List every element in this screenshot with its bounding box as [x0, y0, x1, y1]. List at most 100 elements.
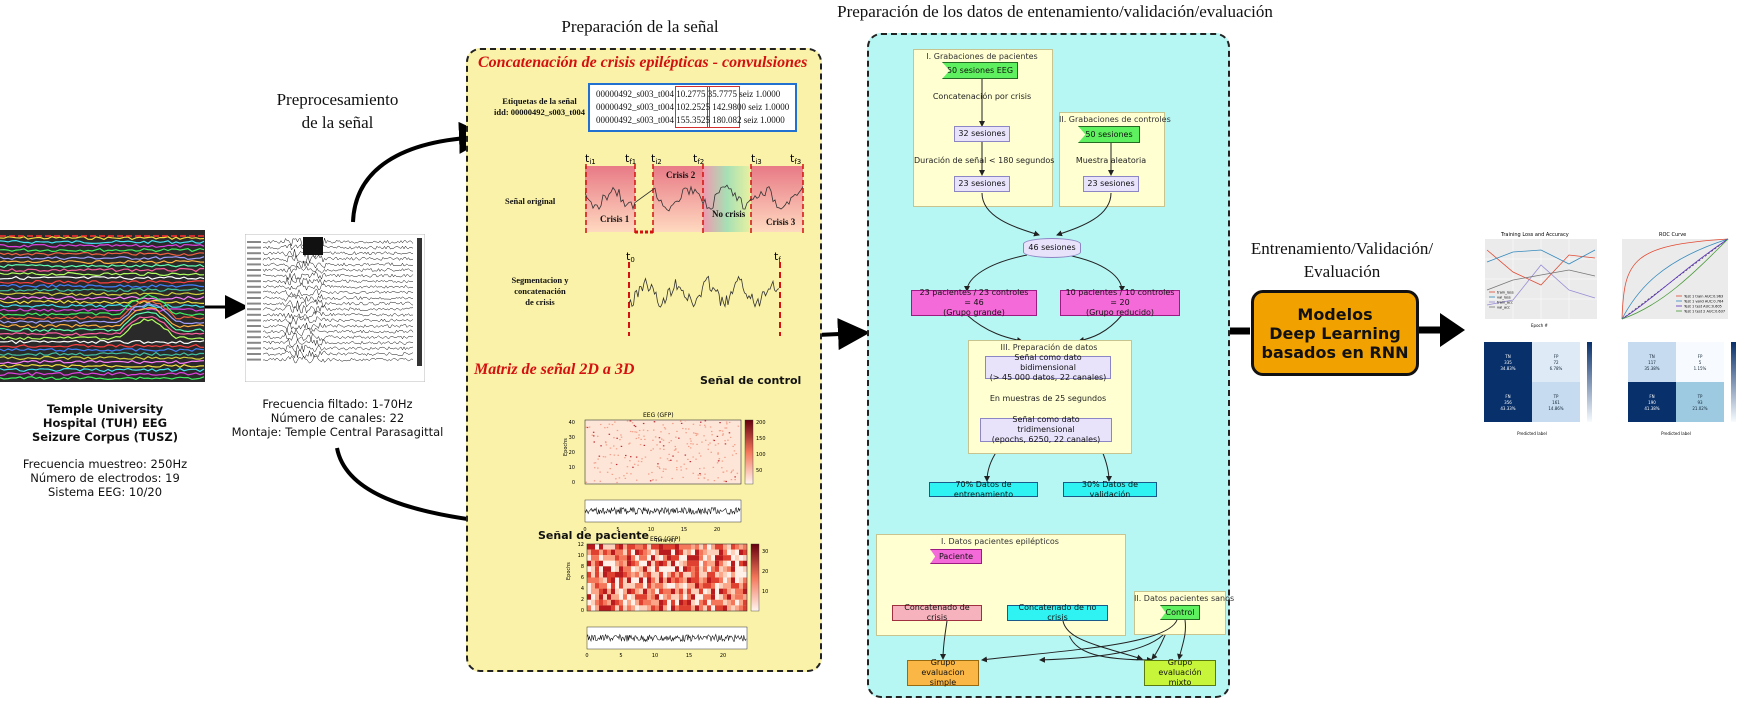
svg-text:93: 93 — [1697, 400, 1703, 405]
matrix-header: Matriz de señal 2D a 3D — [474, 361, 635, 378]
eval-simple-node: Grupo evaluacion simple — [907, 658, 979, 687]
crisis2-label: Crisis 2 — [666, 170, 696, 180]
concat-nocrisis-node: Concatenado de no crisis — [1007, 603, 1108, 622]
svg-text:6.78%: 6.78% — [1550, 366, 1563, 371]
svg-text:190: 190 — [1648, 400, 1656, 405]
svg-text:tf2: tf2 — [693, 152, 704, 166]
small-group-node: 10 pacientes / 10 controles = 20 (Grupo … — [1060, 288, 1180, 317]
svg-text:FP: FP — [1554, 354, 1559, 359]
patient-signal-label: Señal de paciente — [538, 529, 649, 542]
svg-text:10: 10 — [578, 553, 584, 559]
dataset-system: Sistema EEG: 10/20 — [47, 485, 163, 499]
cm2-xlabel: Predicted label — [1661, 431, 1691, 436]
svg-text:TN: TN — [1648, 354, 1654, 359]
eval-mixed-node: Grupo evaluación mixto — [1144, 658, 1216, 687]
label-row: 00000492_s003_t004 102.2525 142.9800 sei… — [596, 102, 790, 112]
controls-sessions-23-node: 23 sesiones — [1083, 176, 1139, 192]
controls-sessions-node: 50 sesiones — [1078, 126, 1140, 143]
svg-text:TN: TN — [1504, 354, 1510, 359]
svg-text:tf1: tf1 — [625, 152, 636, 166]
confusion-matrix-2: TN11735.38%FP51.15%FN19041.38%TP9321.02%… — [1628, 342, 1736, 436]
big-group-node: 23 pacientes / 23 controles = 46 (Grupo … — [911, 288, 1037, 317]
svg-text:20: 20 — [569, 450, 575, 456]
flow-arrows — [187, 121, 1465, 539]
sessions-32-node: 32 sesiones — [954, 126, 1010, 142]
svg-text:1.15%: 1.15% — [1694, 366, 1707, 371]
concat-crisis-node: Concatenado de crisis — [892, 603, 982, 622]
svg-text:10: 10 — [569, 465, 575, 471]
confusion-matrix-1: TN33534.83%FP726.78%FN35643.33%TP16114.8… — [1484, 342, 1592, 436]
healthy-data-title: II. Datos pacientes sanos — [1134, 594, 1235, 603]
svg-text:0: 0 — [581, 608, 584, 614]
roc-title: ROC Curve — [1659, 232, 1686, 238]
control-plot-title: EEG (GFP) — [643, 412, 674, 419]
dataset-electrodes: Número de electrodos: 19 — [30, 471, 180, 485]
patients-recordings-title: I. Grabaciones de pacientes — [926, 52, 1038, 61]
loss-title: Training Loss and Accuracy — [1500, 232, 1569, 238]
svg-text:356: 356 — [1504, 400, 1512, 405]
svg-text:ti3: ti3 — [751, 152, 762, 166]
controls-recordings-title: II. Grabaciones de controles — [1059, 115, 1171, 124]
patient-plot-title: EEG (GFP) — [650, 536, 681, 543]
dataset-freq: Frecuencia muestreo: 250Hz — [22, 457, 188, 471]
svg-text:14.86%: 14.86% — [1548, 406, 1563, 411]
svg-text:6: 6 — [581, 575, 584, 581]
original-signal-plot: ti1 tf1 ti2 tf2 ti3 tf3 — [585, 152, 804, 234]
patient-epochs-label: Epochs — [566, 562, 572, 580]
control-epochs-label: Epochs — [563, 438, 569, 456]
svg-text:43.33%: 43.33% — [1500, 406, 1515, 411]
svg-text:ti2: ti2 — [651, 152, 662, 166]
svg-text:161: 161 — [1552, 400, 1560, 405]
dataset-name: Temple University Hospital (TUH) EEG Sei… — [32, 402, 178, 444]
eval-connectors — [940, 619, 1186, 663]
sessions-46-db-node: 46 sesiones — [1023, 238, 1081, 258]
nocrisis-label: No crisis — [712, 209, 746, 219]
svg-text:10: 10 — [762, 589, 768, 595]
svg-text:ti1: ti1 — [585, 152, 596, 166]
model-box: Modelos Deep Learning basados en RNN — [1251, 290, 1419, 376]
labels-caption: Etiquetas de la señal idd: 00000492_s003… — [494, 96, 585, 117]
svg-text:0: 0 — [572, 480, 575, 486]
svg-text:val_loss: val_loss — [1497, 296, 1511, 300]
svg-text:4: 4 — [581, 586, 584, 592]
title-preparacion-senal: Preparación de la señal — [561, 17, 719, 36]
data-prep-title: III. Preparación de datos — [1000, 343, 1098, 352]
crisis1-label: Crisis 1 — [600, 214, 630, 224]
svg-text:t0: t0 — [626, 250, 635, 264]
svg-text:100: 100 — [756, 452, 766, 458]
control-time-label: Time (s) — [654, 538, 675, 544]
svg-text:20: 20 — [714, 527, 720, 533]
train-data-node: 70% Datos de entrenamiento — [929, 480, 1038, 499]
patients-sessions-23-node: 23 sesiones — [954, 176, 1010, 192]
svg-text:335: 335 — [1504, 360, 1512, 365]
svg-text:FP: FP — [1698, 354, 1703, 359]
svg-text:40: 40 — [569, 420, 575, 426]
svg-text:TP: TP — [1553, 394, 1559, 399]
svg-text:10: 10 — [652, 653, 658, 659]
svg-text:200: 200 — [756, 420, 766, 426]
cm1-xlabel: Predicted label — [1517, 431, 1547, 436]
svg-text:35.38%: 35.38% — [1644, 366, 1659, 371]
svg-text:2: 2 — [581, 597, 584, 603]
svg-text:12: 12 — [578, 542, 584, 548]
title-preprocesamiento: Preprocesamiento de la señal — [276, 90, 399, 132]
svg-text:15: 15 — [686, 653, 692, 659]
svg-text:50: 50 — [756, 468, 762, 474]
svg-text:10: 10 — [648, 527, 654, 533]
val-data-node: 30% Datos de validación — [1063, 480, 1157, 499]
label-row: 00000492_s003_t004 155.3525 180.082 seiz… — [596, 115, 785, 125]
samples-25s-label: En muestras de 25 segundos — [989, 394, 1107, 403]
svg-text:tf3: tf3 — [790, 152, 801, 166]
bidimensional-node: Señal como dato bidimensional (> 45 000 … — [985, 353, 1111, 382]
svg-text:train_loss: train_loss — [1497, 291, 1514, 295]
tridimensional-node: Señal como dato tridimensional (epochs, … — [980, 415, 1112, 444]
label-row: 00000492_s003_t004 10.2775 35.7775 seiz … — [596, 89, 781, 99]
svg-text:15: 15 — [681, 527, 687, 533]
svg-text:FN: FN — [1649, 394, 1654, 399]
concat-per-crisis-label: Concatenación por crisis — [932, 92, 1032, 101]
svg-text:5: 5 — [616, 527, 619, 533]
segmented-signal-plot: t0 tf — [626, 250, 781, 336]
epileptic-data-title: I. Datos pacientes epilépticos — [941, 537, 1059, 546]
preproc-channels: Número de canales: 22 — [270, 411, 405, 425]
